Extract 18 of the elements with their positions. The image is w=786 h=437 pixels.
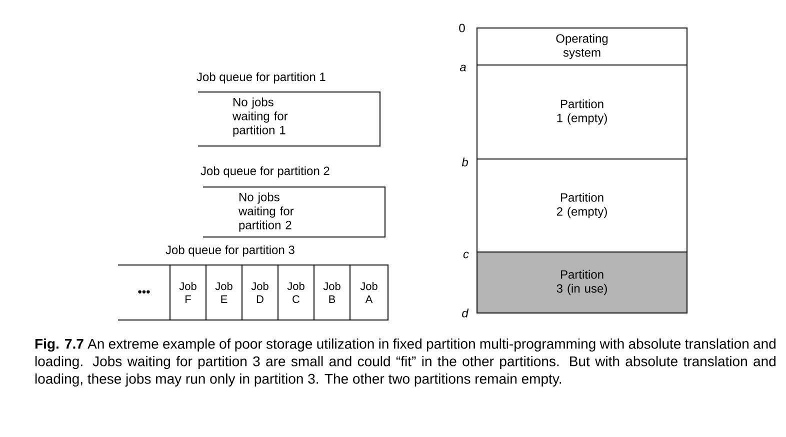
- partition-box: Partition 2 (empty): [476, 158, 688, 252]
- partition-box: Partition 3 (in use): [476, 252, 688, 314]
- address-label: d: [462, 308, 469, 318]
- address-label: c: [463, 252, 469, 258]
- address-label: a: [460, 64, 466, 72]
- job-cell: Job C: [278, 264, 314, 320]
- ellipsis: •••: [138, 290, 150, 294]
- queue-box: Job queue for partition 1 No jobs waiting for partition 1: [196, 72, 380, 146]
- job-cell: Job F: [170, 264, 206, 320]
- job-cell: Job D: [242, 264, 278, 320]
- job-cell: Job B: [314, 264, 350, 320]
- figure-caption: Fig. 7.7 An extreme example of poor storage utilization in fixed partition multi-programming with absolute translation and loading. Jobs waiting for partition 3 are small and could “fit” in the other partitions. But with absolute translation and loading, these jobs may run only in partition 3. The other two partitions remain empty.: [35, 338, 776, 387]
- partition-box: Operating system: [476, 28, 688, 66]
- queue-box: Job queue for partition 2 No jobs waiting for partition 2: [200, 166, 386, 238]
- job-cell: Job A: [350, 264, 388, 320]
- address-label: 0: [459, 24, 465, 32]
- job-cell: Job E: [206, 264, 242, 320]
- address-label: b: [462, 158, 468, 166]
